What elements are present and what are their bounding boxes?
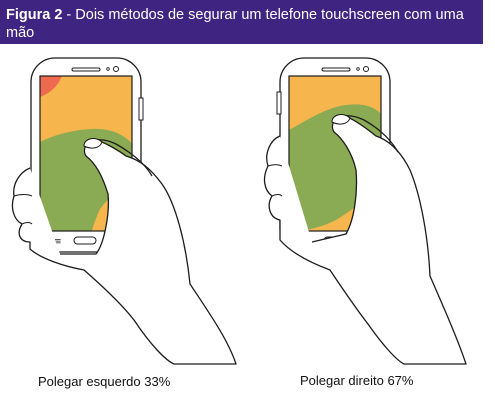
right-phone-side-button bbox=[276, 91, 282, 115]
figure-title: Figura 2 - Dois métodos de segurar um te… bbox=[6, 6, 477, 42]
left-finger-crease bbox=[13, 194, 33, 225]
right-phone-sensor bbox=[356, 67, 360, 71]
left-panel: ≡ ↶ bbox=[11, 57, 237, 365]
right-caption: Polegar direito 67% bbox=[300, 373, 414, 388]
left-phone-sensor bbox=[106, 67, 110, 71]
left-caption: Polegar esquerdo 33% bbox=[38, 374, 171, 389]
right-finger-crease bbox=[267, 164, 283, 197]
figure-title-text: - Dois métodos de segurar um telefone to… bbox=[6, 7, 464, 41]
figure-header: Figura 2 - Dois métodos de segurar um te… bbox=[0, 0, 483, 44]
left-phone-camera bbox=[113, 66, 119, 72]
right-phone-camera bbox=[363, 66, 369, 72]
figure-label: Figura 2 bbox=[6, 7, 63, 23]
left-home-button bbox=[73, 236, 97, 245]
left-menu-icon: ≡ bbox=[54, 237, 62, 247]
right-thumbnail bbox=[331, 114, 351, 125]
left-hand bbox=[11, 139, 237, 365]
left-phone-side-button bbox=[138, 97, 144, 121]
figure-illustration: ≡ ↶ ≡ ↶ bbox=[11, 57, 467, 365]
right-phone-speaker bbox=[321, 67, 351, 72]
left-phone-speaker bbox=[71, 67, 101, 72]
right-panel: ≡ ↶ bbox=[263, 57, 467, 365]
left-phone-screen-border bbox=[39, 75, 133, 232]
left-thumbnail bbox=[83, 138, 103, 149]
left-zone-hard-top bbox=[40, 76, 62, 97]
right-hand bbox=[263, 115, 467, 365]
